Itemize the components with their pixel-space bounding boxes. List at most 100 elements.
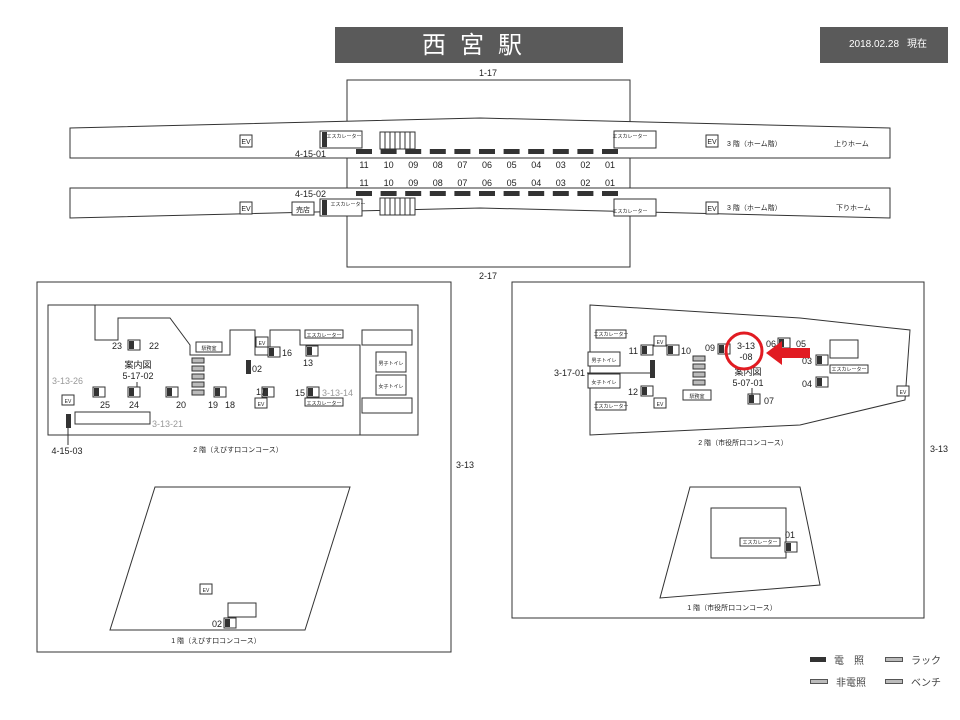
up-track-position-05: 05 [507,160,517,170]
down-track-sign-03 [552,191,569,196]
down-track-sign-07 [454,191,471,196]
up-direction: 上りホーム [834,139,869,148]
right-floor1-label: 1 階（市役所口コンコース） [687,603,777,612]
up-track-position-06: 06 [482,160,492,170]
right-ev-box-2 [653,397,667,409]
up-floor-label: 3 階（ホーム階） [727,139,782,148]
left-stairs-bottom [74,411,151,425]
right-office-box [682,389,712,401]
up-track-sign-04 [528,149,545,154]
left-num-19: 19 [208,400,218,410]
right-num-03: 03 [802,356,812,366]
right-num-04: 04 [802,379,812,389]
highlight-code-1: 3-13 [737,341,755,351]
up-track-sign-05 [503,149,520,154]
left-gray-code-3: 3-13-14 [322,388,353,398]
right-ev-box-3 [896,385,910,397]
down-lit-sign [322,200,327,215]
down-ev-box [239,201,253,215]
legend-swatch-unlit [810,678,828,684]
right-floor2-label: 2 階（市役所口コンコース） [698,438,788,447]
left-num-23: 23 [112,341,122,351]
left-guide: 案内図 [124,359,151,370]
legend-swatch-bench [885,678,903,684]
right-ev-2: EV [657,402,664,408]
left-mens-box [375,351,407,373]
left-num-13: 13 [303,358,313,368]
date-value: 2018.02.28 [848,39,900,50]
right-sign-marks [640,337,829,405]
up-stairs [379,131,416,150]
left-num-20: 20 [176,400,186,410]
up-platform [69,117,891,159]
up-track-position-10: 10 [384,160,394,170]
down-track-position-05: 05 [507,178,517,188]
up-track-sign-08 [429,149,446,154]
left-escalator-box-2 [304,397,344,407]
left-map-frame [36,281,452,653]
left-escalator-box [304,329,344,339]
up-track-position-11: 11 [359,160,368,170]
left-floor1-outline [109,486,351,631]
up-track-position-04: 04 [531,160,541,170]
left-num-25: 25 [100,400,110,410]
down-track-position-04: 04 [531,178,541,188]
left-num-22: 22 [149,341,159,351]
date-suffix: 現在 [907,39,928,50]
left-num-16: 16 [282,348,292,358]
highlight-code-2: -08 [739,352,752,362]
up-track-sign-07 [454,149,471,154]
up-escalator-label-left: エスカレーター [326,133,361,140]
up-track-position-07: 07 [457,160,467,170]
left-mens: 男子トイレ [378,360,403,367]
down-escalator-left [319,198,363,217]
right-womens: 女子トイレ [591,379,616,386]
left-escalator: エスカレーター [306,332,341,339]
down-ev: EV [241,206,251,213]
left-f1-sign [225,619,230,627]
down-track-sign-09 [405,191,422,196]
down-shop-box [291,201,315,216]
left-ev: EV [259,341,266,347]
right-guide: 案内図 [734,366,761,377]
left-num-17: 17 [256,387,266,397]
down-track-sign-04 [528,191,545,196]
left-num-24: 24 [129,400,139,410]
left-ev-box [255,336,269,348]
left-ev-3: EV [258,402,265,408]
right-mens: 男子トイレ [591,357,616,364]
right-escalator-box-3 [829,364,869,374]
up-ev-box-right [705,134,719,148]
down-sign-marks [356,191,618,196]
right-map-frame [511,281,925,619]
up-track-position-03: 03 [556,160,566,170]
down-track-sign-08 [429,191,446,196]
up-track-sign-09 [405,149,422,154]
left-floor2-walls [94,305,361,435]
right-stairs [829,339,859,359]
left-floor1-label: 1 階（えびす口コンコース） [171,636,261,645]
right-ev-box [653,335,667,347]
legend-swatch-rack [885,656,903,662]
down-stairs [379,197,416,216]
right-num-10: 10 [681,346,691,356]
left-num-18: 18 [225,400,235,410]
right-f1-escalator: エスカレーター [742,539,777,546]
right-num-12: 12 [628,387,638,397]
up-lit-sign [322,132,327,147]
down-track-position-02: 02 [580,178,590,188]
up-ev: EV [241,139,251,146]
up-track-sign-10 [380,149,397,154]
left-womens: 女子トイレ [378,383,403,390]
up-track-sign-03 [552,149,569,154]
left-map-code: 3-13 [456,460,474,470]
up-track-sign-02 [577,149,594,154]
right-num-05: 05 [796,339,806,349]
down-escalator-label-left: エスカレーター [330,201,365,208]
right-escalator-2: エスカレーター [593,403,628,410]
right-left-code: 3-17-01 [554,368,585,378]
legend: 電 照 ラック 非電照 ベンチ [810,648,960,692]
left-bottom-sign [66,414,71,428]
left-sign-marks [92,339,320,398]
